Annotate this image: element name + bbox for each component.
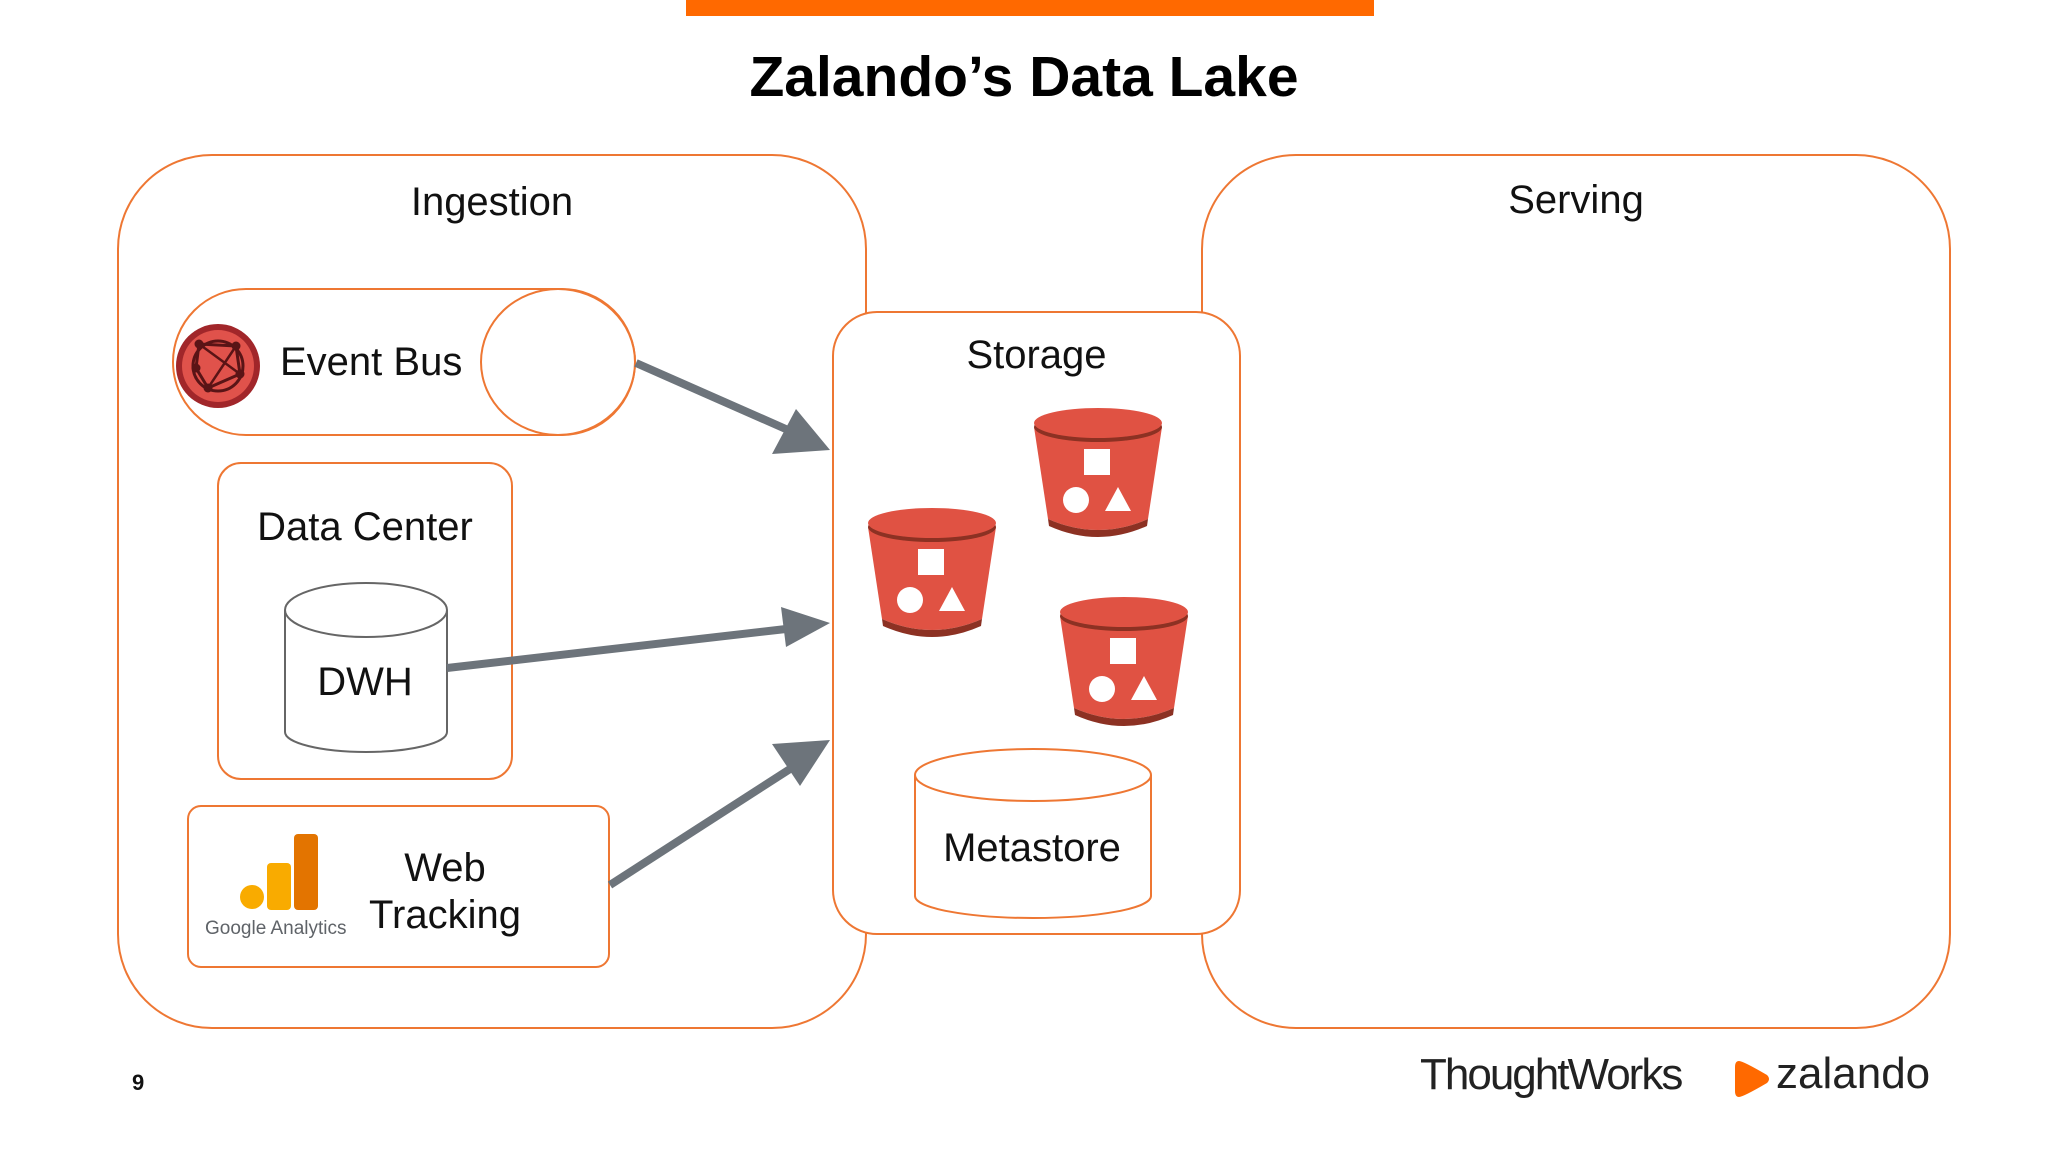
zalando-logo: zalando: [1776, 1049, 1931, 1098]
arrow-web-tracking-to-storage: [607, 740, 830, 889]
google-analytics-logo-text: Google Analytics: [205, 918, 347, 939]
metastore-cylinder: [914, 748, 1152, 919]
dwh-label: DWH: [317, 660, 413, 704]
serving-label: Serving: [1508, 178, 1644, 222]
slide-title: Zalando’s Data Lake: [749, 45, 1299, 109]
arrow-dwh-to-storage: [446, 607, 830, 672]
data-center-label: Data Center: [257, 505, 473, 549]
thoughtworks-logo: ThoughtWorks: [1420, 1050, 1683, 1099]
zalando-play-icon: [1735, 1061, 1769, 1097]
data-center-node: [217, 462, 513, 780]
metastore-label: Metastore: [943, 826, 1121, 870]
google-analytics-icon: [240, 834, 318, 910]
event-bus-label: Event Bus: [280, 340, 463, 384]
event-bus-cylinder-cap: [480, 288, 636, 436]
web-tracking-node: [187, 805, 610, 968]
dwh-cylinder: [284, 582, 448, 753]
event-bus-icon: [176, 324, 260, 408]
web-tracking-label: Web Tracking: [369, 846, 521, 937]
s3-bucket-icon: [868, 508, 996, 637]
storage-label: Storage: [966, 333, 1107, 377]
s3-bucket-icon: [1034, 408, 1162, 537]
s3-bucket-icon: [1060, 597, 1188, 726]
ingestion-label: Ingestion: [410, 180, 574, 224]
arrow-event-bus-to-storage: [634, 359, 830, 454]
page-number: 9: [132, 1070, 145, 1095]
accent-bar: [686, 0, 1374, 16]
